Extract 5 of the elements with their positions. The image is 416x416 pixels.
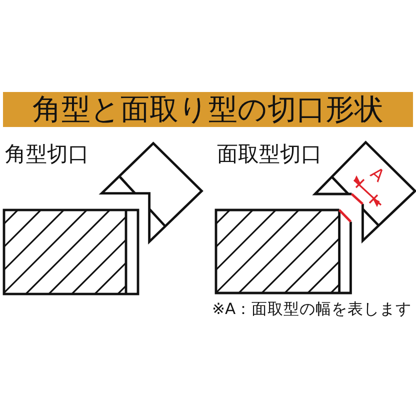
- section-heading: 角型切口: [5, 143, 89, 166]
- note-text: ※A：面取型の幅を表します: [212, 301, 412, 318]
- dimension-label: A: [366, 164, 388, 186]
- section-heading: 面取型切口: [217, 143, 322, 166]
- title-banner: 角型と面取り型の切口形状: [3, 92, 413, 127]
